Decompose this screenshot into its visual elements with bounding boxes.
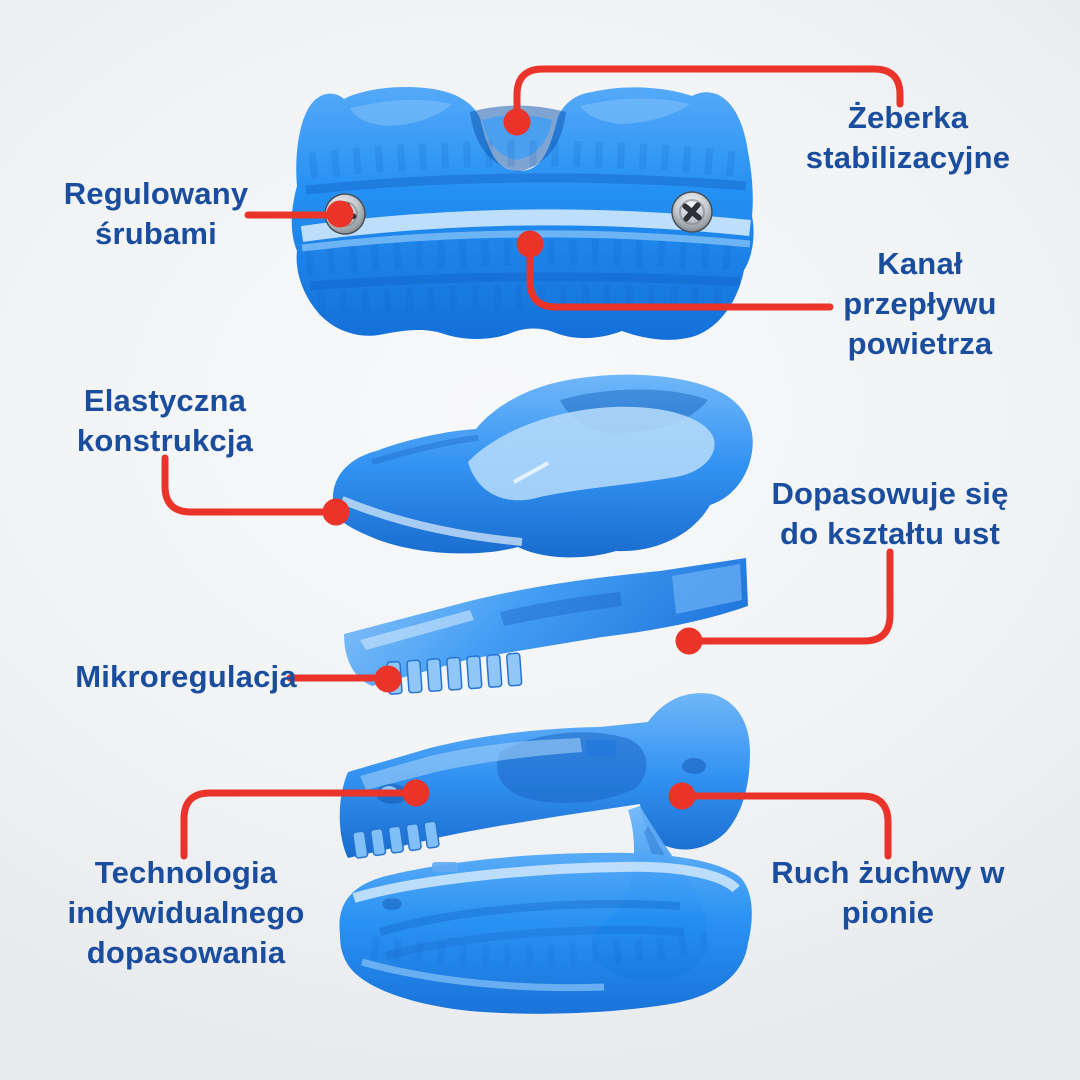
callout-dot [402,779,430,807]
label-mikroregulacja: Mikroregulacja [36,657,336,697]
callout-ruch [668,782,892,860]
label-zeberka-line1: Żeberka [847,100,969,135]
callout-mikroregulacja [286,665,402,693]
label-technologia: Technologia indywidualnego dopasowania [36,853,336,973]
label-kanal-line1: Kanał [877,246,963,281]
label-kanal-line3: powietrza [847,326,993,361]
label-kanal: Kanał przepływu powietrza [770,244,1070,364]
label-technologia-line1: Technologia [94,855,278,890]
label-zeberka-line2: stabilizacyjne [805,140,1011,175]
callout-dot [668,782,696,810]
label-elastyczna-line1: Elastyczna [83,383,247,418]
label-dopasowuje: Dopasowuje się do kształtu ust [740,474,1040,554]
label-regulowany-line1: Regulowany [63,176,249,211]
label-technologia-line2: indywidualnego [67,895,305,930]
callout-technologia [180,779,430,860]
label-technologia-line3: dopasowania [86,935,286,970]
label-dopasowuje-line2: do kształtu ust [779,516,1000,551]
callout-dopasowuje [675,548,894,655]
callout-dot [322,498,350,526]
label-dopasowuje-line1: Dopasowuje się [771,476,1009,511]
label-elastyczna: Elastyczna konstrukcja [15,381,315,461]
upper-tray [332,374,753,558]
label-elastyczna-line2: konstrukcja [76,423,254,458]
bottom-tray [339,852,752,1014]
label-kanal-line2: przepływu [843,286,997,321]
callout-elastyczna [161,454,350,526]
callout-kanal [516,230,834,311]
label-mikroregulacja-line1: Mikroregulacja [75,659,297,694]
callout-dot [374,665,402,693]
callout-dot [516,230,544,258]
label-ruch-line1: Ruch żuchwy w [771,855,1005,890]
screw-right-icon [671,191,713,233]
callout-dot [675,627,703,655]
label-zeberka: Żeberka stabilizacyjne [758,98,1058,178]
label-ruch-line2: pionie [841,895,935,930]
frame-teeth [352,820,440,859]
callout-zeberka [503,65,904,136]
callout-dot [503,108,531,136]
label-regulowany-line2: śrubami [95,216,217,251]
callout-regulowany [244,200,354,228]
label-regulowany: Regulowany śrubami [16,174,296,254]
callout-dot [326,200,354,228]
label-ruch: Ruch żuchwy w pionie [738,853,1038,933]
